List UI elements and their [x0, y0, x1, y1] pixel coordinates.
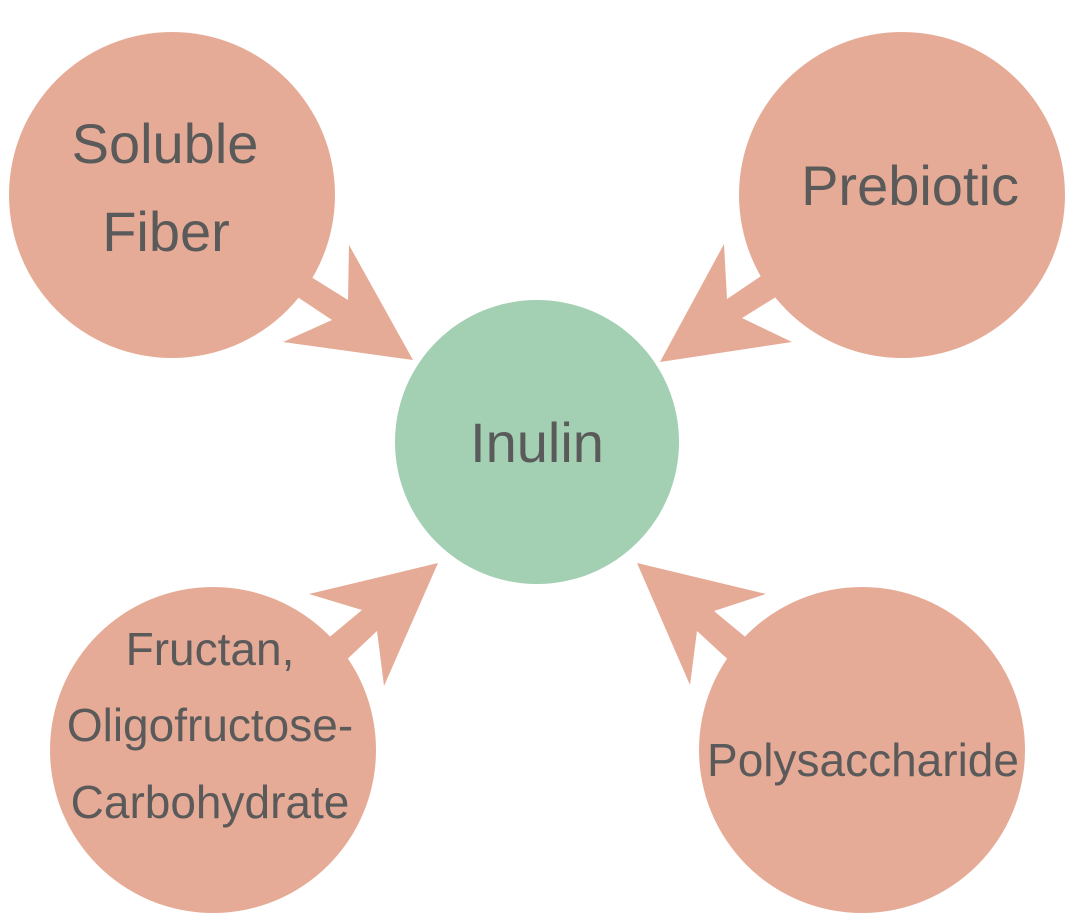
node-polysaccharide: Polysaccharide: [699, 587, 1025, 913]
node-inulin-circle: [395, 300, 679, 584]
node-soluble-fiber-label-line-2: Fiber: [102, 200, 230, 263]
arrow-prebiotic-to-inulin: [660, 244, 792, 362]
arrow-soluble-fiber-to-inulin: [283, 245, 413, 360]
node-prebiotic-circle: [739, 32, 1065, 358]
node-polysaccharide-circle: [699, 587, 1025, 913]
node-fructan-circle: [50, 587, 376, 913]
node-prebiotic: Prebiotic: [739, 32, 1065, 358]
node-fructan-label-line-1: Fructan,: [126, 623, 295, 675]
node-fructan-label-line-3: Carbohydrate: [71, 776, 350, 828]
node-polysaccharide-label: Polysaccharide: [707, 734, 1019, 786]
node-inulin: Inulin: [395, 300, 679, 584]
node-soluble-fiber: Soluble Fiber: [9, 32, 335, 358]
node-soluble-fiber-label-line-1: Soluble: [72, 112, 259, 175]
node-fructan-label-line-2: Oligofructose-: [67, 699, 353, 751]
node-fructan: Fructan, Oligofructose- Carbohydrate: [50, 587, 376, 913]
node-inulin-label: Inulin: [470, 411, 604, 474]
node-prebiotic-label: Prebiotic: [801, 154, 1019, 217]
node-soluble-fiber-circle: [9, 32, 335, 358]
